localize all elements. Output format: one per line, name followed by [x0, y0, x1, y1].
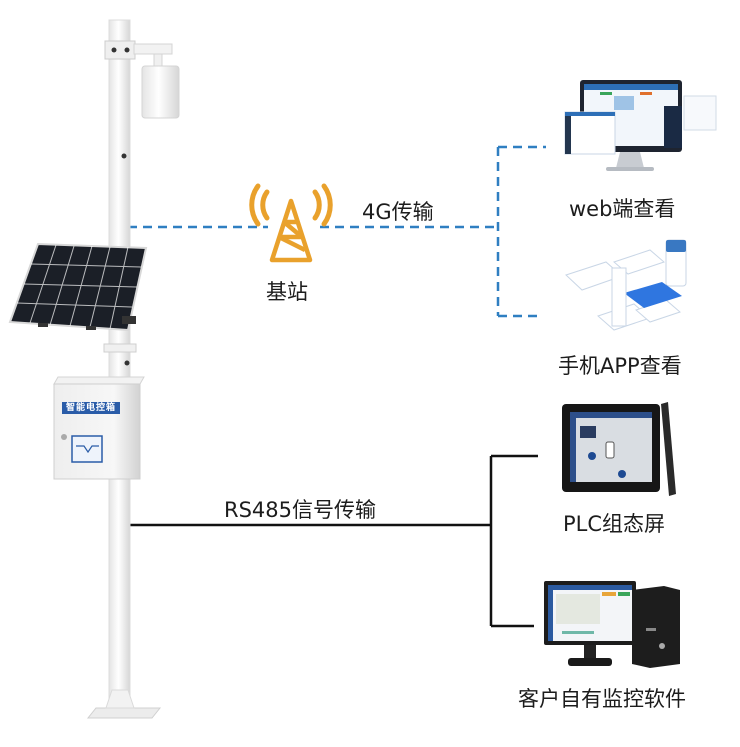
control-box [53, 376, 145, 480]
control-box-label: 智能电控箱 [65, 403, 116, 413]
endpoint-label-plc: PLC组态屏 [563, 512, 666, 536]
wireless-link-line [128, 145, 546, 318]
sensor-cylinder [141, 65, 180, 119]
endpoint-label-web: web端查看 [569, 197, 676, 221]
wireless-link-label: 4G传输 [362, 200, 434, 224]
control-box-icon-plate [71, 435, 103, 463]
solar-panel [8, 242, 148, 332]
pole-base-plate [86, 707, 162, 719]
wired-link-label: RS485信号传输 [224, 498, 377, 522]
endpoint-label-app: 手机APP查看 [558, 354, 682, 378]
endpoint-label-software: 客户自有监控软件 [518, 687, 686, 711]
tower-label: 基站 [266, 280, 308, 304]
sensor-arm [133, 43, 173, 55]
